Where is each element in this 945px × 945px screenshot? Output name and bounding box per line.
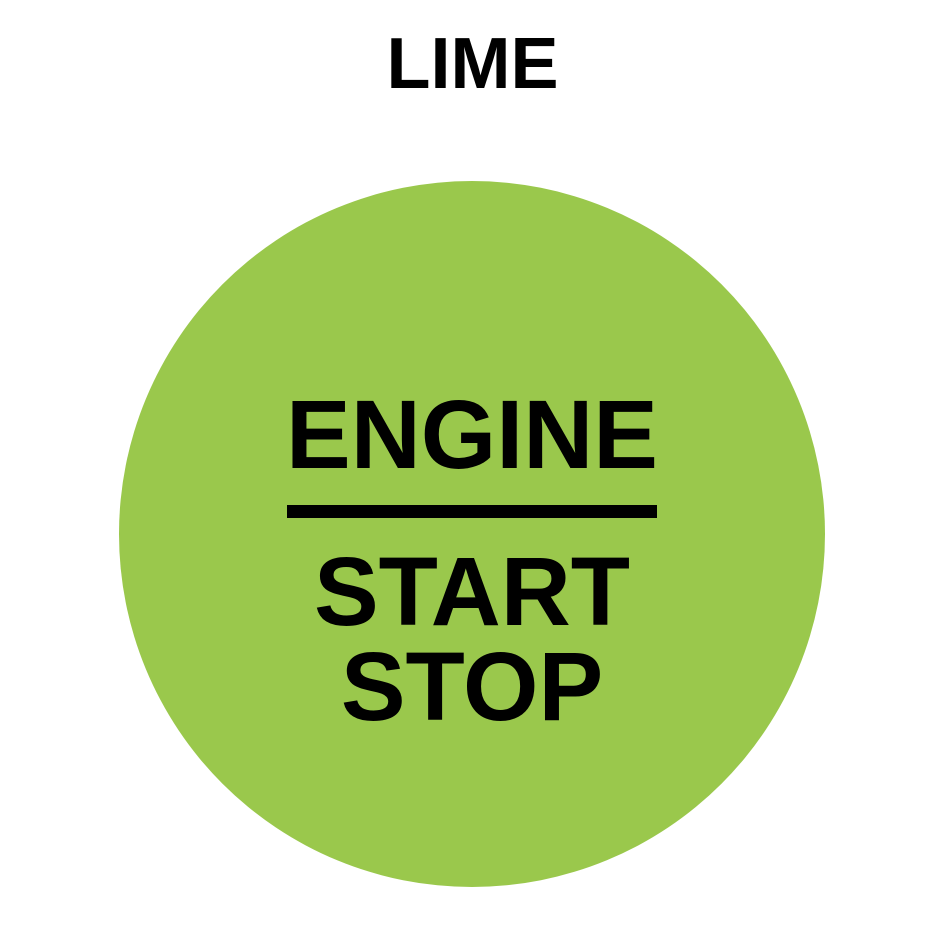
engine-start-stop-button[interactable]: ENGINE START STOP [119,181,825,887]
page-title: LIME [386,24,559,104]
stop-label: STOP [340,631,604,741]
divider-line [287,504,657,518]
engine-label: ENGINE [286,379,658,489]
start-label: START [313,536,631,646]
